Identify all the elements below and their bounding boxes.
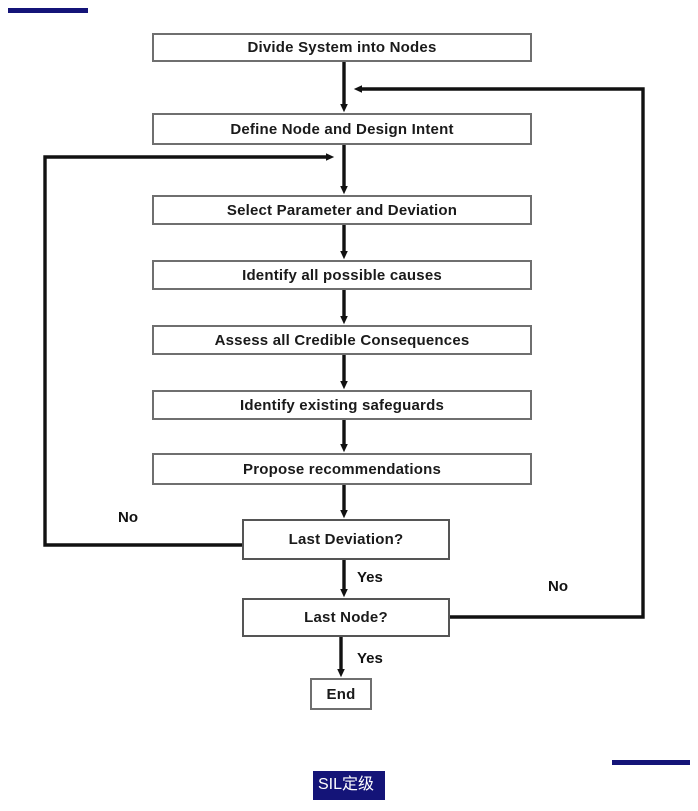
bottom-accent-rule (612, 760, 690, 765)
node-identify-safeguards[interactable]: Identify existing safeguards (152, 390, 532, 420)
node-end[interactable]: End (310, 678, 372, 710)
node-label: Propose recommendations (243, 460, 441, 478)
node-identify-causes[interactable]: Identify all possible causes (152, 260, 532, 290)
node-define-node[interactable]: Define Node and Design Intent (152, 113, 532, 145)
edge-label-yes-deviation: Yes (357, 569, 383, 586)
node-divide-system[interactable]: Divide System into Nodes (152, 33, 532, 62)
node-label: Last Node? (304, 609, 388, 626)
sil-rating-tag[interactable]: SIL定级 (313, 771, 385, 800)
edge-label-no-node: No (548, 578, 568, 595)
edge-label-no-deviation: No (118, 509, 138, 526)
node-label: Define Node and Design Intent (230, 120, 454, 138)
node-label: End (326, 685, 356, 703)
node-label: Identify existing safeguards (240, 396, 444, 414)
node-select-parameter[interactable]: Select Parameter and Deviation (152, 195, 532, 225)
edge-label-yes-node: Yes (357, 650, 383, 667)
node-label: Select Parameter and Deviation (226, 201, 458, 219)
node-last-deviation[interactable]: Last Deviation? (242, 519, 450, 560)
node-propose-recommendations[interactable]: Propose recommendations (152, 453, 532, 485)
node-last-node[interactable]: Last Node? (242, 598, 450, 637)
top-accent-rule (8, 8, 88, 13)
node-label: Assess all Credible Consequences (214, 331, 470, 349)
node-label: Divide System into Nodes (247, 39, 437, 56)
node-label: Last Deviation? (288, 531, 404, 548)
node-assess-consequences[interactable]: Assess all Credible Consequences (152, 325, 532, 355)
node-label: Identify all possible causes (242, 266, 442, 284)
